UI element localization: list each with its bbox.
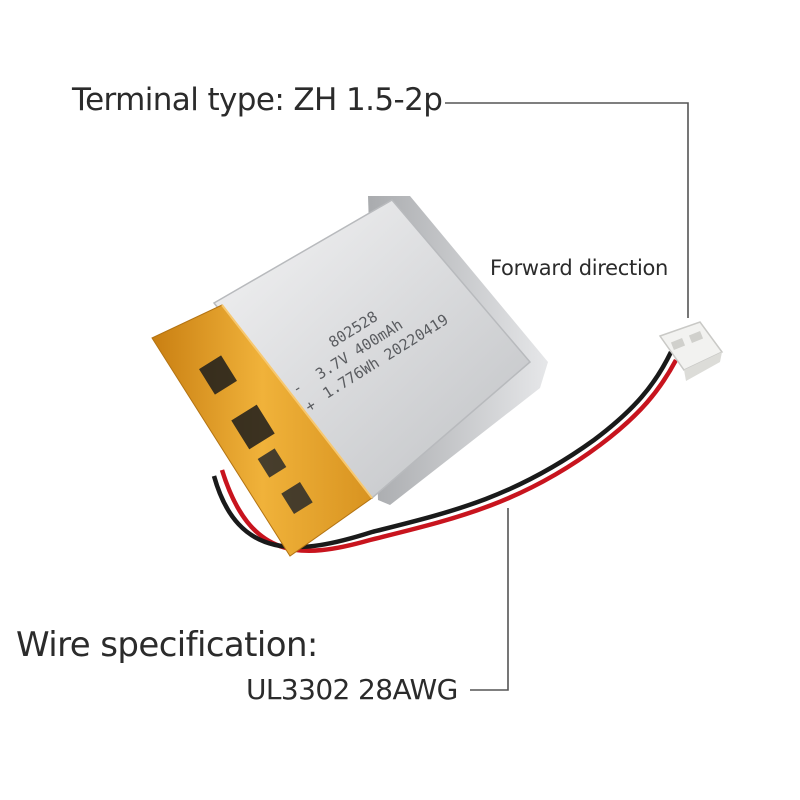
- jst-connector: [658, 321, 724, 381]
- wire-spec-title: Wire specification:: [16, 625, 318, 665]
- black-wire: [211, 351, 674, 550]
- wire-spec-value: UL3302 28AWG: [246, 673, 458, 706]
- terminal-leader-line: [445, 102, 689, 318]
- protection-pcb: [199, 355, 313, 515]
- terminal-type-label: Terminal type: ZH 1.5-2p: [72, 82, 443, 118]
- lead-wires: [211, 351, 678, 553]
- forward-direction-label: Forward direction: [490, 256, 669, 280]
- wire-leader-line: [470, 508, 509, 691]
